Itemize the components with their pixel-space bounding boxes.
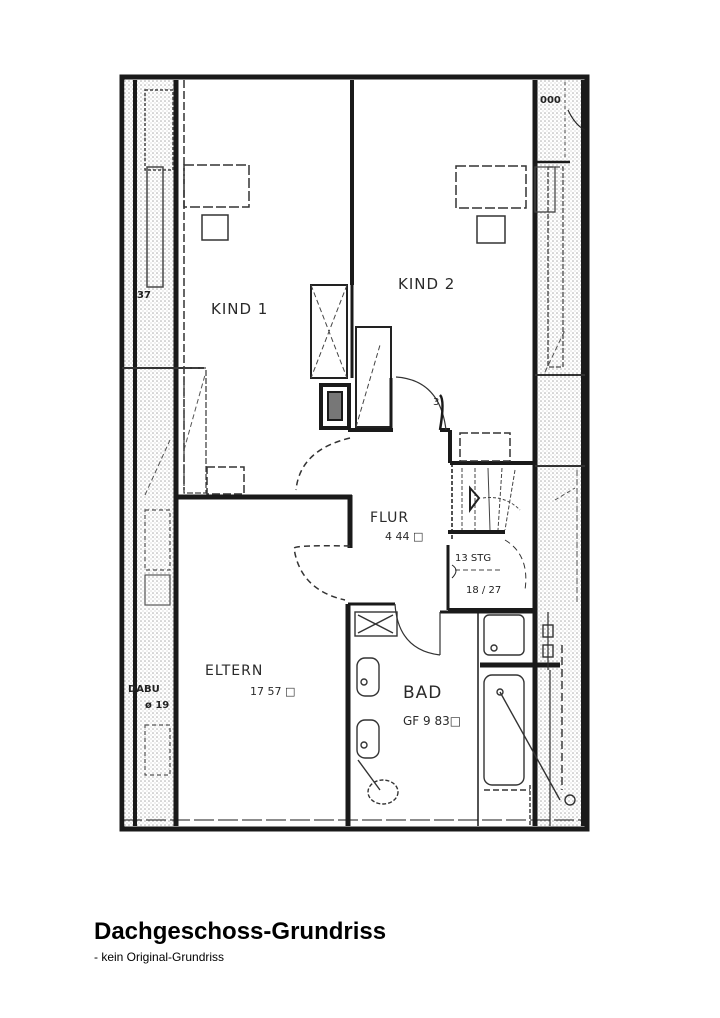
dimension-37-label: 37 [137, 290, 151, 301]
staircase [451, 467, 521, 579]
left-knee-wall-strip [122, 80, 207, 826]
room-label-kind1: KIND 1 [211, 300, 269, 318]
room-label-bad: BAD [403, 683, 443, 703]
room-label-kind2: KIND 2 [398, 275, 456, 293]
stair-ratio-label: 18 / 27 [466, 585, 502, 596]
plan-title: Dachgeschoss-Grundriss [94, 918, 387, 945]
furniture [183, 164, 527, 495]
interior-walls [176, 80, 533, 826]
plan-subtitle: - kein Original-Grundriss [94, 950, 225, 964]
chimney-shaft [310, 284, 393, 432]
bathroom-fixtures [354, 611, 576, 826]
vent-label: 000 [540, 95, 561, 106]
chimney-label: DABU [128, 684, 160, 695]
diameter-label: ø 19 [145, 700, 170, 711]
area-label-eltern: 17 57 □ [250, 685, 296, 698]
right-knee-wall-strip [532, 80, 586, 826]
area-label-bad: GF 9 83□ [403, 714, 462, 728]
stair-steps-label: 13 STG [455, 553, 492, 564]
door-number-label: 3 [433, 397, 440, 408]
door-swings [293, 376, 527, 656]
room-label-flur: FLUR [370, 510, 410, 526]
flur-boundary [438, 394, 444, 431]
area-label-flur: 4 44 □ [385, 530, 424, 543]
room-label-eltern: ELTERN [205, 663, 264, 679]
outer-walls [119, 74, 590, 832]
